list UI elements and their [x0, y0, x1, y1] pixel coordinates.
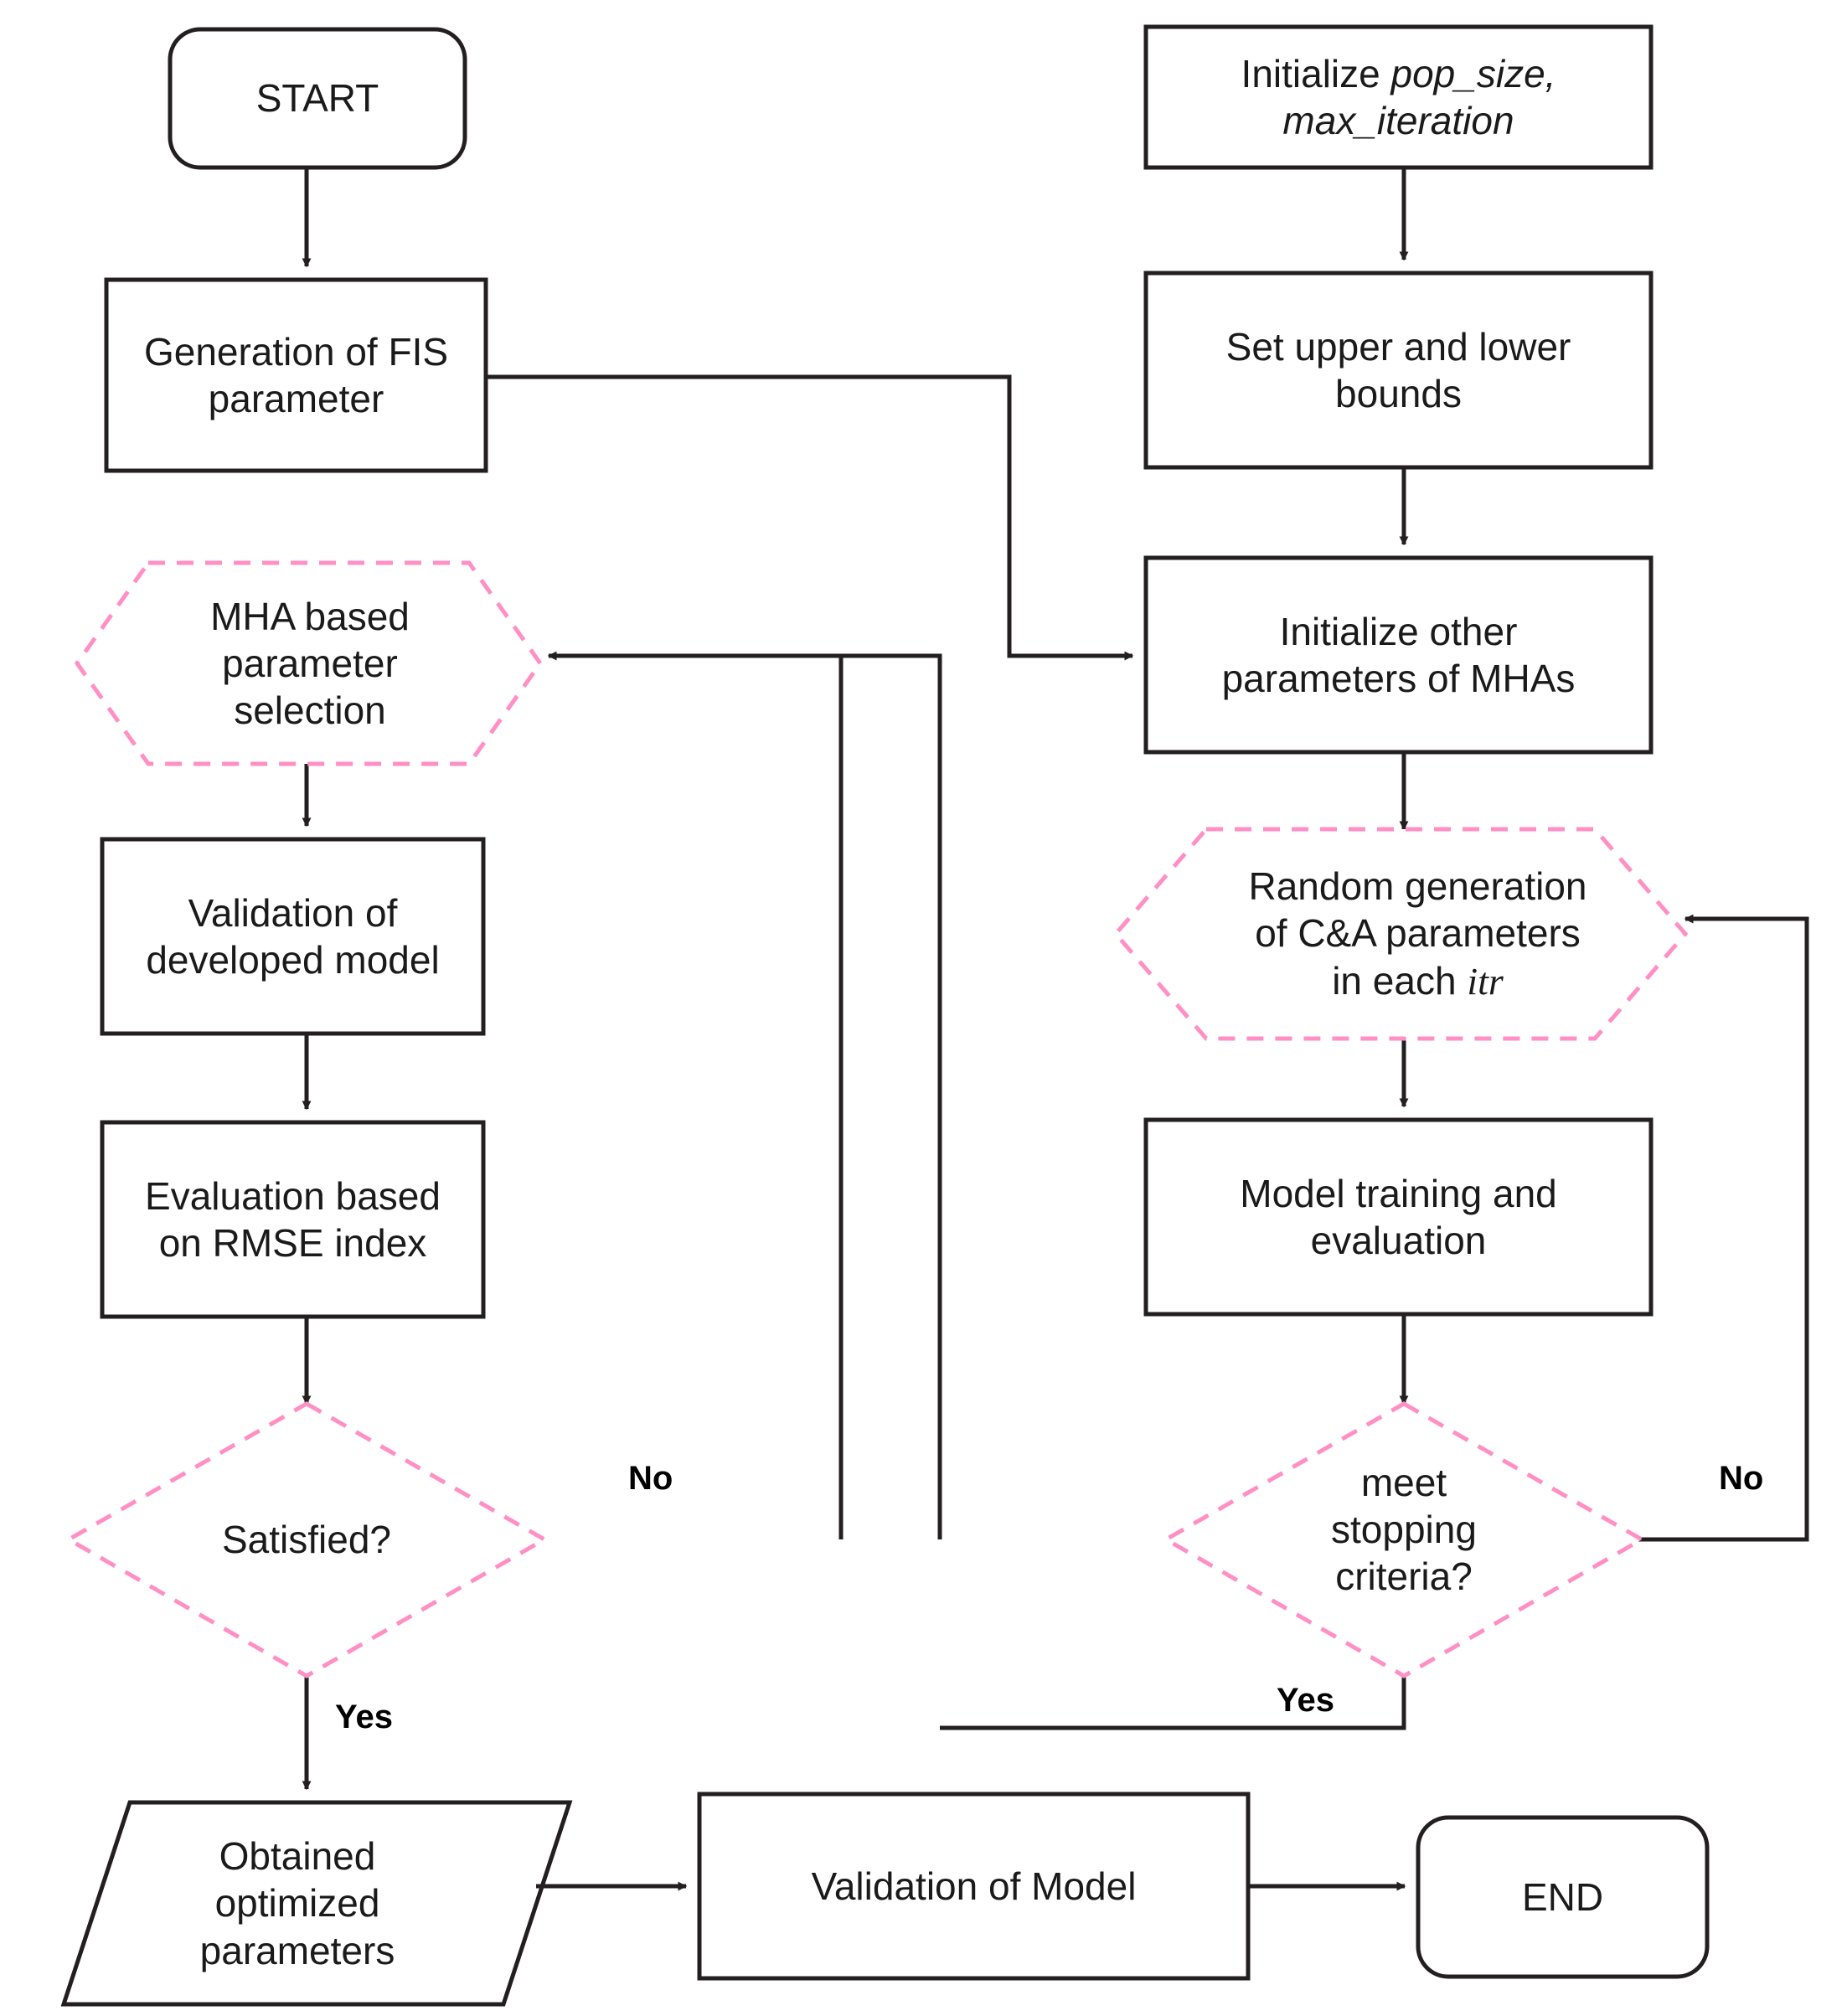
shape-obtained-optimized-parameters [60, 1800, 573, 2007]
shape-initialize-pop-size [1143, 24, 1654, 170]
shape-evaluation-based-on-rmse [100, 1120, 486, 1319]
edge-label-stop-no: No [1719, 1460, 1764, 1497]
shape-start [168, 27, 467, 170]
shape-model-training-and-evaluation [1143, 1117, 1654, 1317]
shape-validation-of-model [697, 1792, 1251, 1981]
edge-label-stop-yes: Yes [1277, 1682, 1334, 1719]
edge-stopcrit-no-to-randgen [1539, 914, 1809, 1542]
edge-satisfied-no-to-mha [838, 653, 942, 1539]
shape-random-generation-of-ca [1112, 827, 1689, 1041]
edge-genfis-to-initother [486, 374, 1134, 661]
shape-generation-of-fis [104, 277, 488, 473]
shape-mha-based-parameter-selection [74, 560, 544, 766]
shape-satisfied-diamond [64, 1401, 549, 1678]
edge-label-satisfied-yes: Yes [335, 1699, 393, 1735]
edge-stopcrit-yes-to-mha [940, 1676, 1406, 1730]
shape-validation-of-developed-model [100, 837, 486, 1036]
edge-label-satisfied-no: No [628, 1460, 673, 1497]
shape-set-upper-lower-bounds [1143, 271, 1654, 470]
shape-end [1416, 1815, 1710, 1979]
shape-initialize-other-parameters [1143, 555, 1654, 755]
shape-meet-stopping-criteria-diamond [1161, 1401, 1647, 1678]
